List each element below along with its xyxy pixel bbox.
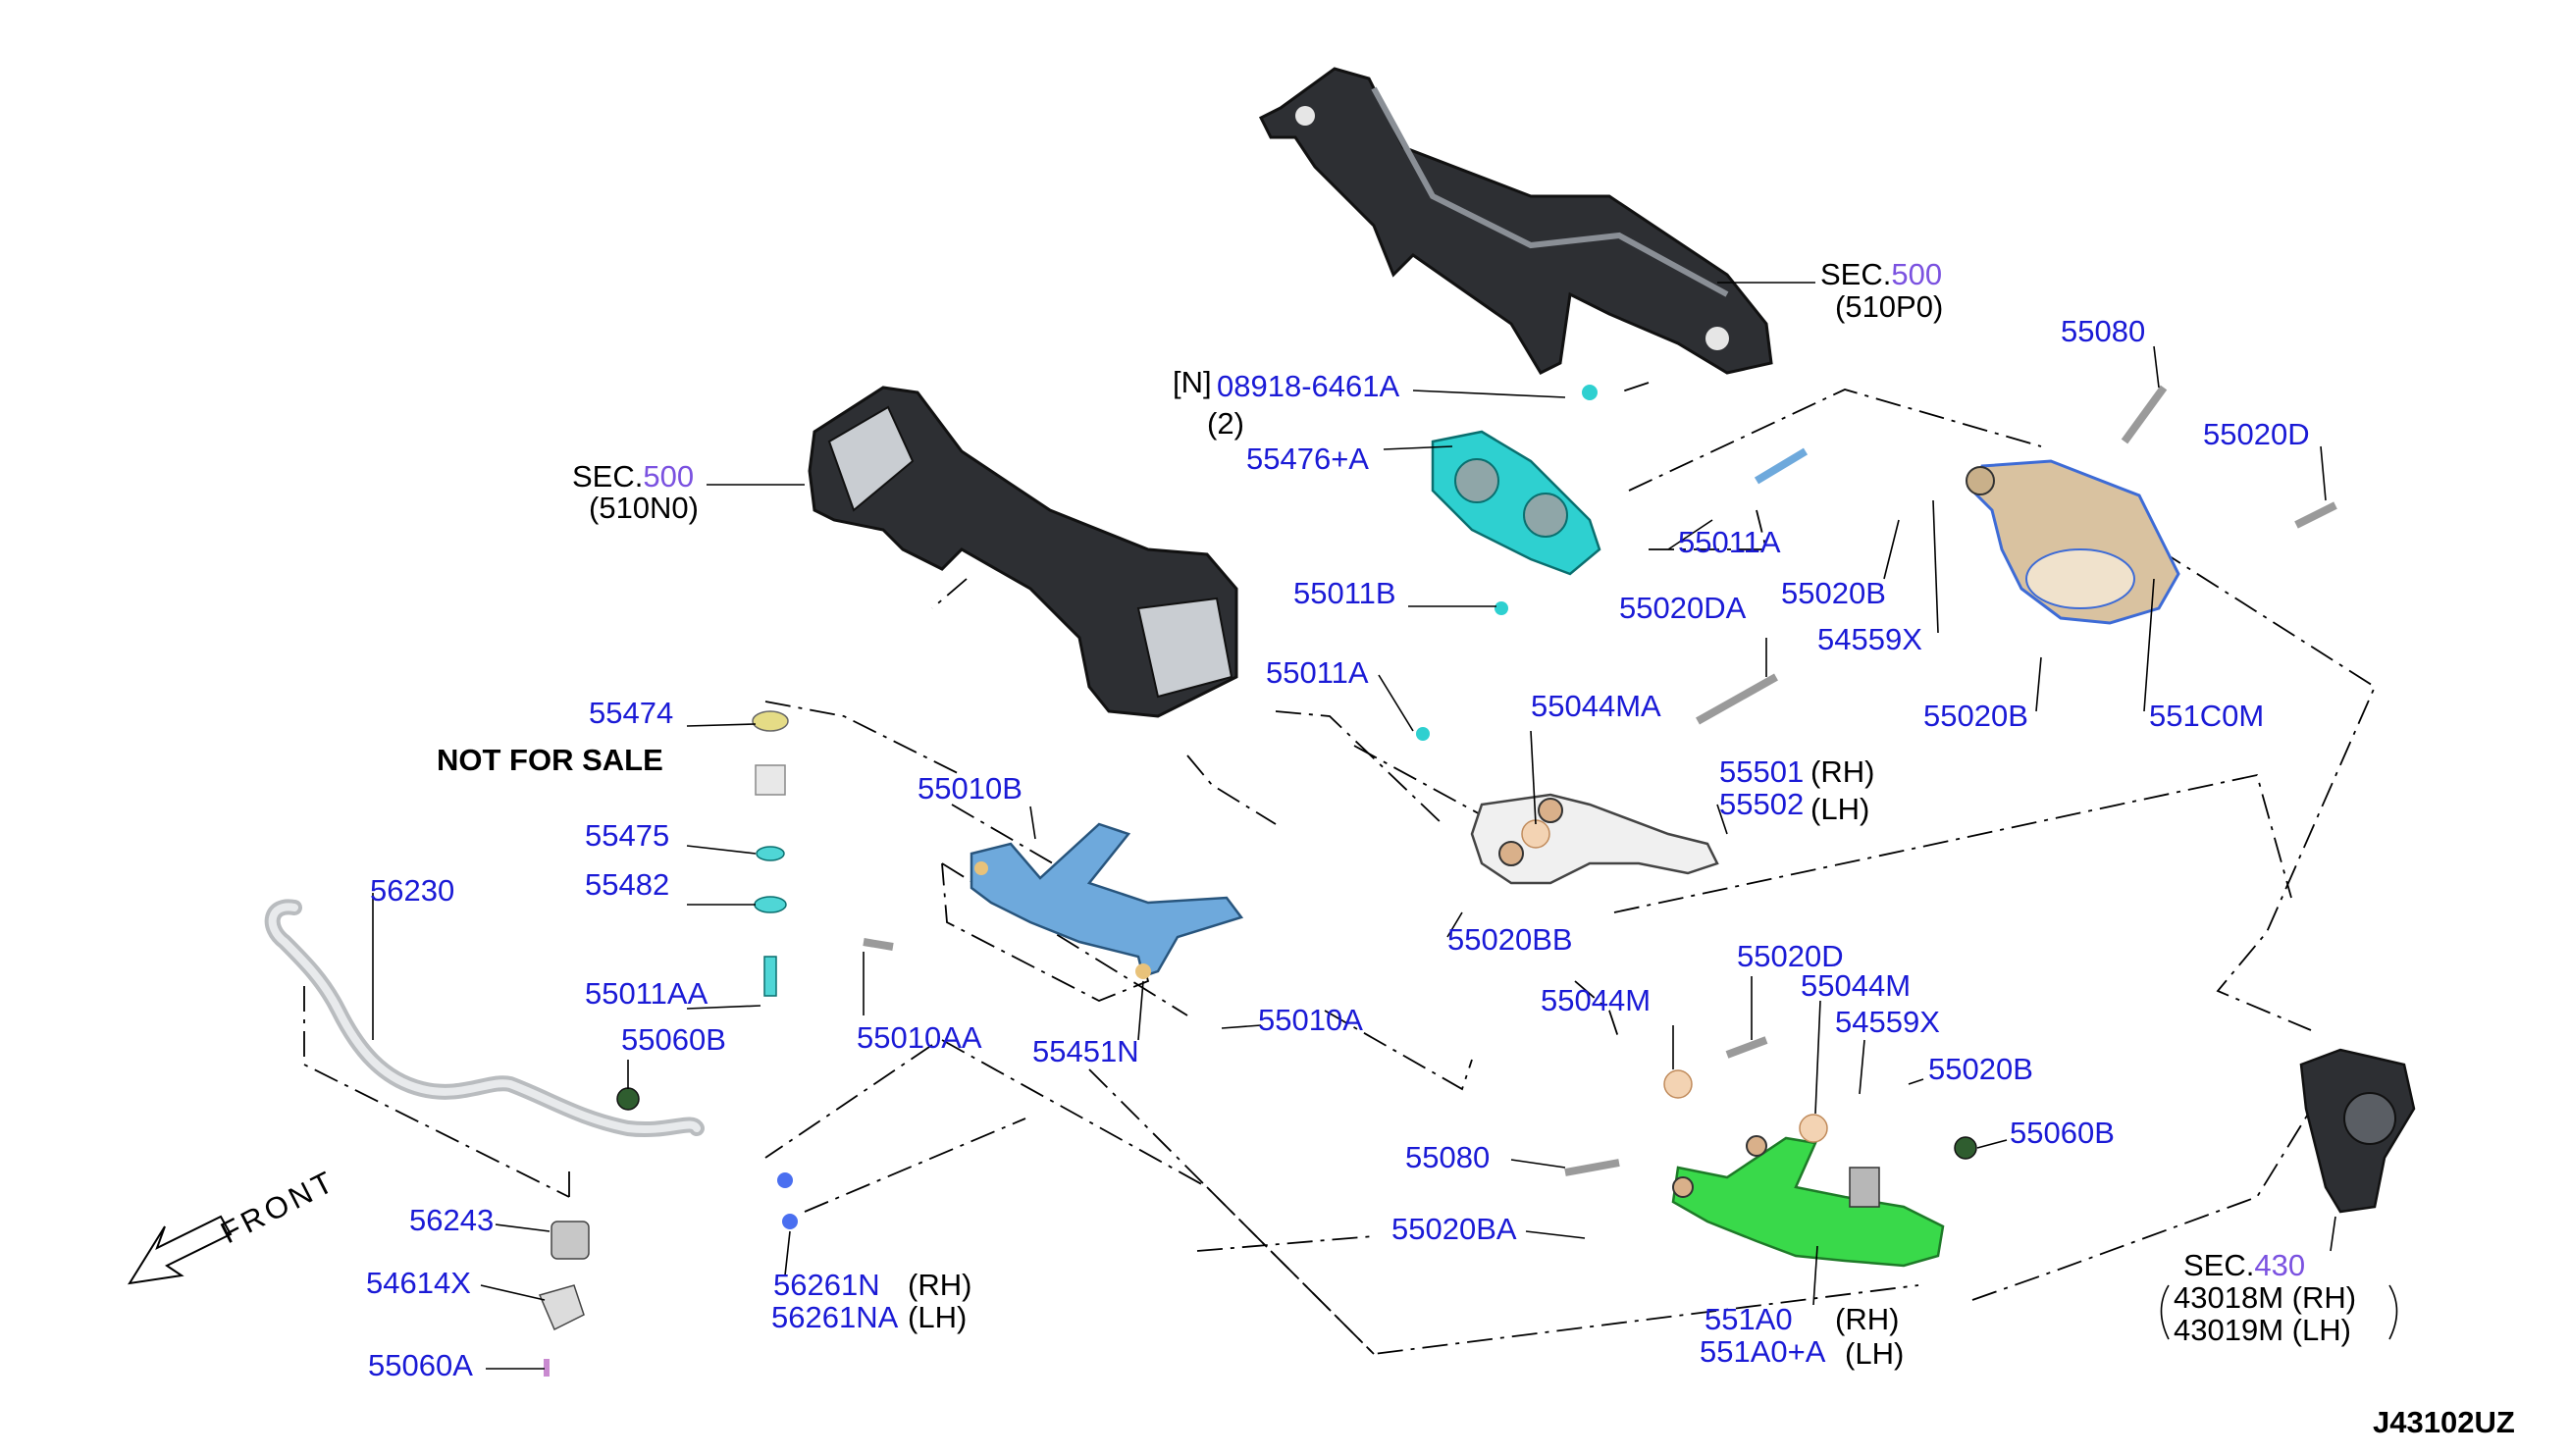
callout-55020D-upper[interactable]: 55020D — [2203, 417, 2310, 451]
callout-55502[interactable]: 55502 — [1719, 787, 1804, 821]
n-tag: [N] — [1173, 365, 1212, 399]
callout-55010B[interactable]: 55010B — [918, 771, 1023, 806]
lh-label: (LH) — [1845, 1336, 1904, 1371]
callout-55011AA[interactable]: 55011AA — [585, 976, 708, 1011]
callout-54559X-upper[interactable]: 54559X — [1817, 622, 1922, 656]
lh-label: (LH) — [1810, 792, 1869, 826]
front-direction-arrow: FRONT — [128, 1164, 341, 1285]
sec-500-upper: SEC.500 (510P0) — [1820, 257, 1943, 324]
callout-56261N[interactable]: 56261N — [773, 1268, 880, 1302]
svg-text:SEC.500: SEC.500 — [572, 459, 694, 494]
callout-55044M-left[interactable]: 55044M — [1541, 983, 1651, 1017]
quantity-label: (2) — [1207, 406, 1244, 441]
rh-label: (RH) — [1810, 754, 1874, 789]
cyan-bracket-illustration — [1431, 430, 1601, 576]
green-lower-arm-illustration — [1671, 1135, 1945, 1268]
sec-sub: (510P0) — [1835, 289, 1943, 324]
sec-number[interactable]: 430 — [2254, 1248, 2305, 1282]
sec-number[interactable]: 500 — [643, 459, 694, 494]
white-control-arm-illustration — [1470, 793, 1719, 885]
callout-55044MA[interactable]: 55044MA — [1531, 689, 1661, 723]
callout-55010AA[interactable]: 55010AA — [857, 1020, 982, 1055]
callout-551A0A[interactable]: 551A0+A — [1700, 1334, 1826, 1369]
front-label: FRONT — [215, 1164, 341, 1251]
callout-55011A-lower[interactable]: 55011A — [1266, 655, 1369, 690]
callout-55476A[interactable]: 55476+A — [1246, 442, 1369, 476]
callout-55020D-lower[interactable]: 55020D — [1737, 939, 1844, 973]
callout-55011B[interactable]: 55011B — [1293, 576, 1396, 610]
callout-55060A[interactable]: 55060A — [368, 1348, 473, 1382]
blue-link-arm-illustration — [970, 822, 1244, 979]
callout-55044M-right[interactable]: 55044M — [1801, 968, 1911, 1003]
front-crossmember-illustration — [1258, 67, 1773, 375]
callout-55080-lower[interactable]: 55080 — [1405, 1140, 1490, 1174]
knuckle-illustration — [2299, 1048, 2416, 1214]
callout-55020BB[interactable]: 55020BB — [1447, 922, 1573, 957]
diagram-code: J43102UZ — [2373, 1405, 2515, 1439]
rh-label: (RH) — [908, 1268, 971, 1302]
callout-55474[interactable]: 55474 — [589, 696, 673, 730]
sec-prefix: SEC. — [2183, 1248, 2254, 1282]
callouts: [N] 08918-6461A (2) 55476+A 55011A 55011… — [366, 314, 2515, 1439]
watermark-text: NOT FOR SALE — [437, 743, 663, 777]
callout-56243[interactable]: 56243 — [409, 1203, 494, 1237]
callout-55020BA[interactable]: 55020BA — [1391, 1212, 1517, 1246]
sec-430: SEC.430 43018M (RH) 43019M (LH) — [2160, 1248, 2398, 1347]
callout-55451N[interactable]: 55451N — [1032, 1034, 1139, 1068]
assembly-dash-lines — [303, 382, 2377, 1355]
callout-56261NA[interactable]: 56261NA — [771, 1300, 899, 1334]
callout-55475[interactable]: 55475 — [585, 818, 669, 853]
sec-prefix: SEC. — [572, 459, 643, 494]
callout-551A0[interactable]: 551A0 — [1705, 1302, 1793, 1336]
callout-55020B-lower[interactable]: 55020B — [1928, 1052, 2033, 1086]
sec-prefix: SEC. — [1820, 257, 1891, 291]
sec-rh: 43018M (RH) — [2174, 1280, 2356, 1315]
callout-55020B-upper[interactable]: 55020B — [1781, 576, 1886, 610]
callout-55060B-right[interactable]: 55060B — [2010, 1116, 2115, 1150]
sec-lh: 43019M (LH) — [2174, 1313, 2351, 1347]
lh-label: (LH) — [908, 1300, 967, 1334]
upper-arm-tan-illustration — [1966, 459, 2180, 625]
callout-55501[interactable]: 55501 — [1719, 754, 1804, 789]
callout-55020DA[interactable]: 55020DA — [1619, 591, 1747, 625]
callout-55011A-upper[interactable]: 55011A — [1678, 525, 1781, 559]
sec-sub: (510N0) — [589, 491, 699, 525]
sec-500-lower: SEC.500 (510N0) — [572, 459, 699, 525]
callout-54559X-lower[interactable]: 54559X — [1835, 1005, 1940, 1039]
callout-55010A[interactable]: 55010A — [1258, 1003, 1363, 1037]
stabilizer-bar-illustration — [264, 899, 705, 1137]
callout-55080-upper[interactable]: 55080 — [2061, 314, 2145, 348]
callout-55060B-left[interactable]: 55060B — [621, 1022, 726, 1057]
hardware-illustrations — [538, 385, 2337, 1377]
callout-56230[interactable]: 56230 — [370, 873, 454, 908]
svg-text:SEC.430: SEC.430 — [2183, 1248, 2305, 1282]
sec-number[interactable]: 500 — [1891, 257, 1942, 291]
callout-551C0M[interactable]: 551C0M — [2149, 699, 2264, 733]
svg-text:SEC.500: SEC.500 — [1820, 257, 1942, 291]
callout-55020B-mid[interactable]: 55020B — [1923, 699, 2028, 733]
callout-08918-6461A[interactable]: 08918-6461A — [1217, 369, 1399, 403]
callout-55482[interactable]: 55482 — [585, 867, 669, 902]
callout-54614X[interactable]: 54614X — [366, 1266, 471, 1300]
leader-lines — [372, 282, 2336, 1370]
rear-crossmember-illustration — [808, 386, 1238, 718]
rh-label: (RH) — [1835, 1302, 1899, 1336]
